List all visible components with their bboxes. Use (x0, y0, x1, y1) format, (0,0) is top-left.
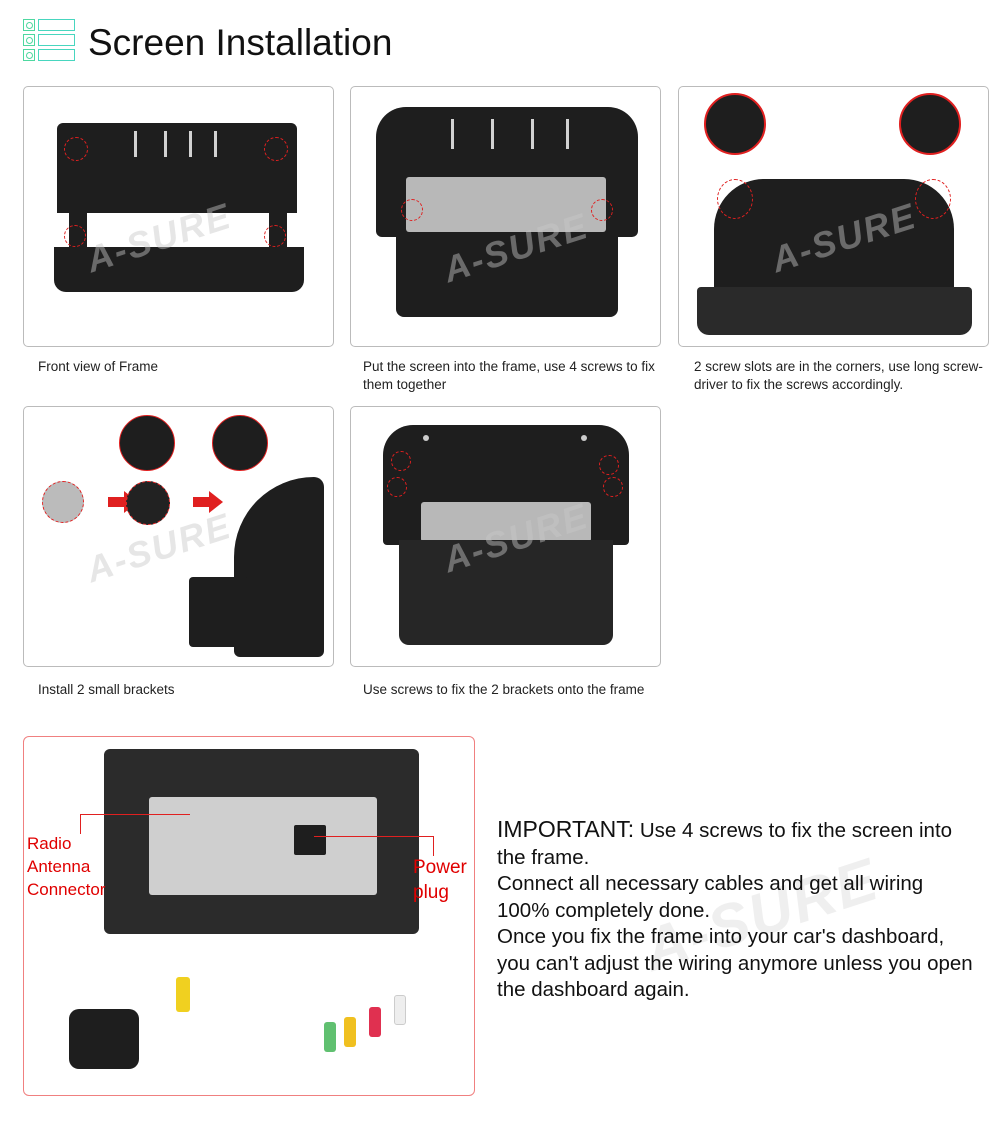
step-4-image: A-SURE (23, 406, 334, 667)
step-5-caption: Use screws to fix the 2 brackets onto th… (363, 682, 645, 697)
list-icon (23, 19, 75, 61)
power-label: Power plug (413, 857, 467, 903)
step-1-caption: Front view of Frame (38, 359, 159, 374)
important-note: IMPORTANT: Use 4 screws to fix the scree… (497, 816, 977, 1004)
wiring-image: Radio Antenna Connector Power plug (23, 736, 475, 1096)
important-line-3: Once you fix the frame into your car's d… (497, 925, 973, 1001)
step-5-image: A-SURE (350, 406, 661, 667)
arrow-icon (193, 491, 223, 513)
page-title: Screen Installation (88, 22, 393, 63)
important-heading: IMPORTANT: (497, 816, 635, 842)
step-3-caption: 2 screw slots are in the corners, use lo… (694, 359, 983, 392)
antenna-label: Radio Antenna Connector (27, 834, 106, 899)
important-line-2: Connect all necessary cables and get all… (497, 872, 924, 922)
step-2-image: A-SURE (350, 86, 661, 347)
important-line-1: Use 4 screws to fix the screen into the … (497, 819, 953, 869)
step-3-image: A-SURE (678, 86, 989, 347)
step-1-image: A-SURE (23, 86, 334, 347)
step-2-caption: Put the screen into the frame, use 4 scr… (363, 359, 655, 392)
step-4-caption: Install 2 small brackets (38, 682, 175, 697)
